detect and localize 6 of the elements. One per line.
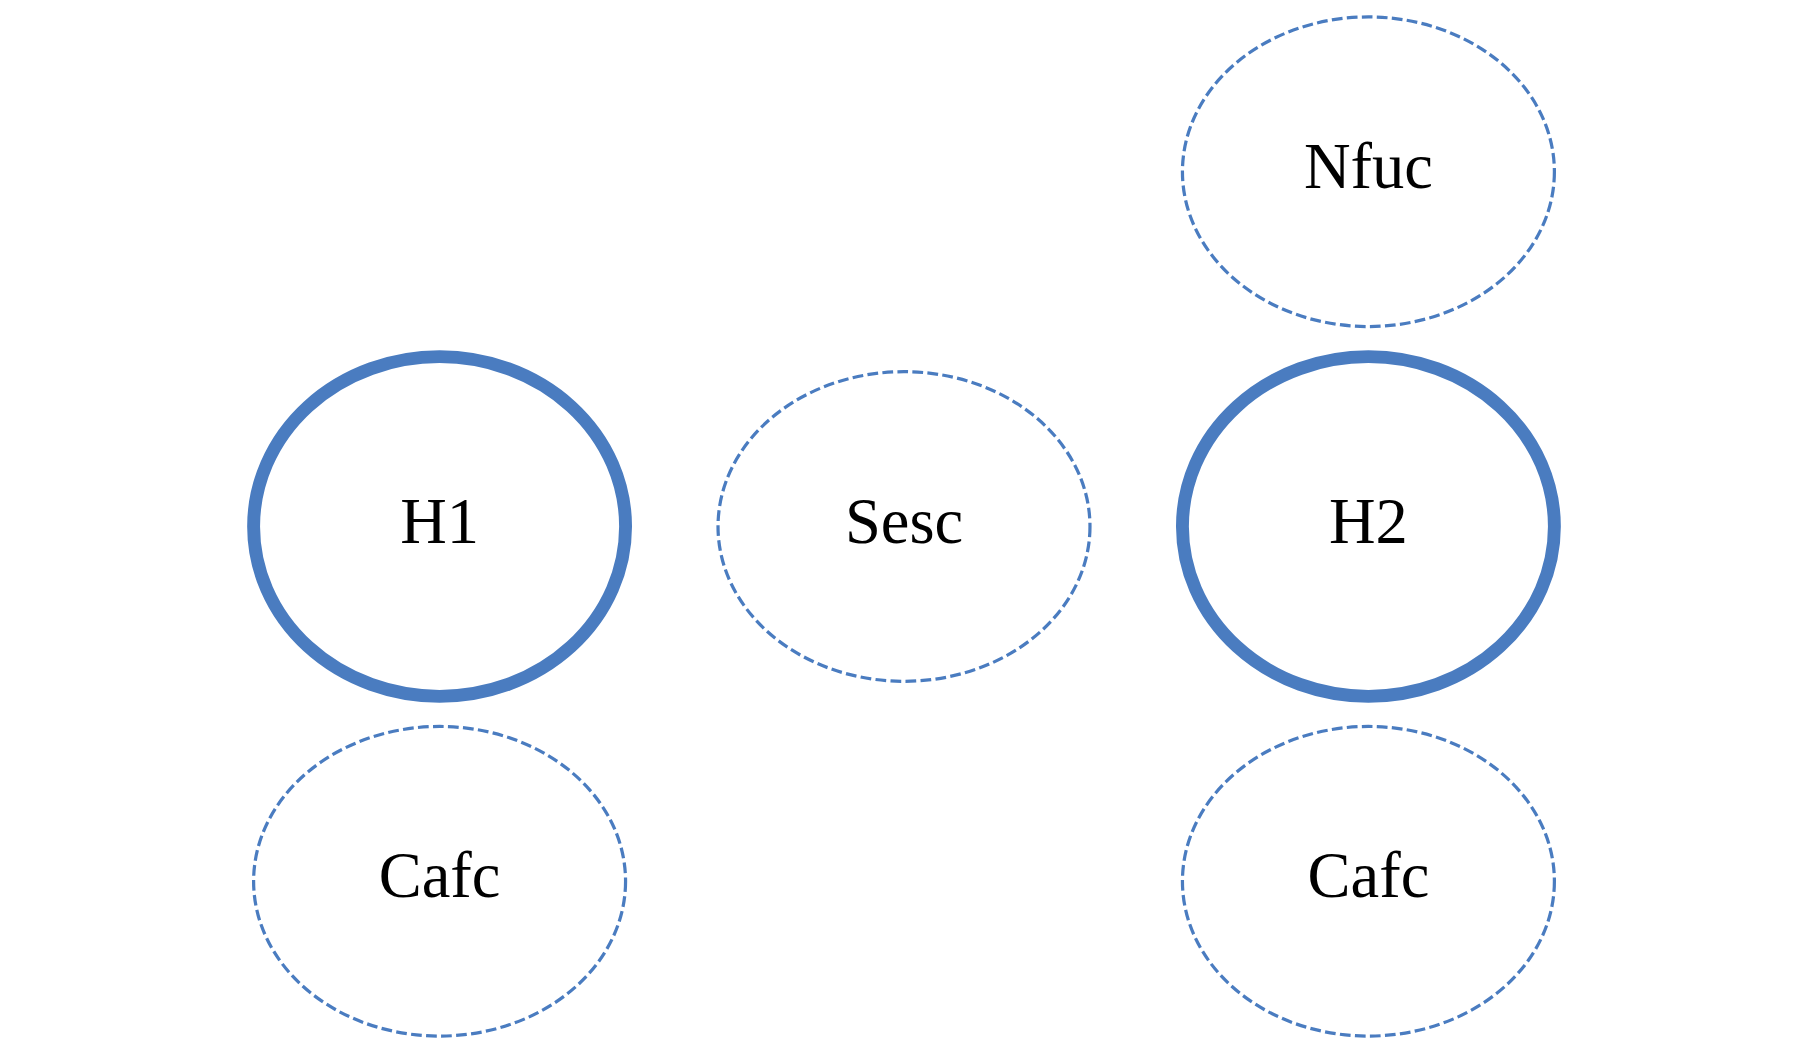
node-ellipse: Cafc — [1180, 724, 1556, 1038]
node-ellipse: Sesc — [716, 370, 1092, 683]
node-ellipse: Nfuc — [1180, 15, 1556, 329]
node-ellipse: Cafc — [252, 724, 628, 1038]
node-circle: H1 — [247, 350, 632, 703]
node-circle: H2 — [1176, 350, 1561, 703]
